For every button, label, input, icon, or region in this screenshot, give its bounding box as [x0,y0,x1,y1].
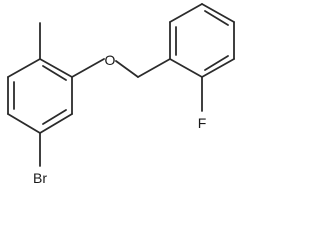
oxygen-methylene-bond [115,60,139,78]
ring-a-bond-1 [39,58,73,78]
ring-a-double-bond-1 [42,65,67,81]
ring-b-bond-5 [201,58,235,78]
bromine-atom-label: Br [33,170,47,186]
ring-b-bond-3 [201,3,235,23]
ring-a-bond-3 [39,113,73,134]
fluorine-atom-label: F [198,115,207,131]
oxygen-atom-label: O [105,52,116,68]
methylene-aryl-bond [137,58,171,78]
ring-a-double-bond-2 [42,109,67,125]
bromo-methyl-benzene-ring [7,58,73,134]
ring-a-bond-6 [7,58,41,78]
fluoro-benzene-ring [169,3,235,78]
ring-a-bond-4 [7,113,41,134]
ring-b-double-bond-2 [204,10,229,26]
ring-b-bond-6 [169,58,203,78]
ring-b-double-bond-3 [204,55,229,71]
aryl-oxygen-bond [71,58,105,78]
ring-b-bond-2 [169,3,203,23]
chemical-structure-diagram: O F Br [7,3,235,186]
